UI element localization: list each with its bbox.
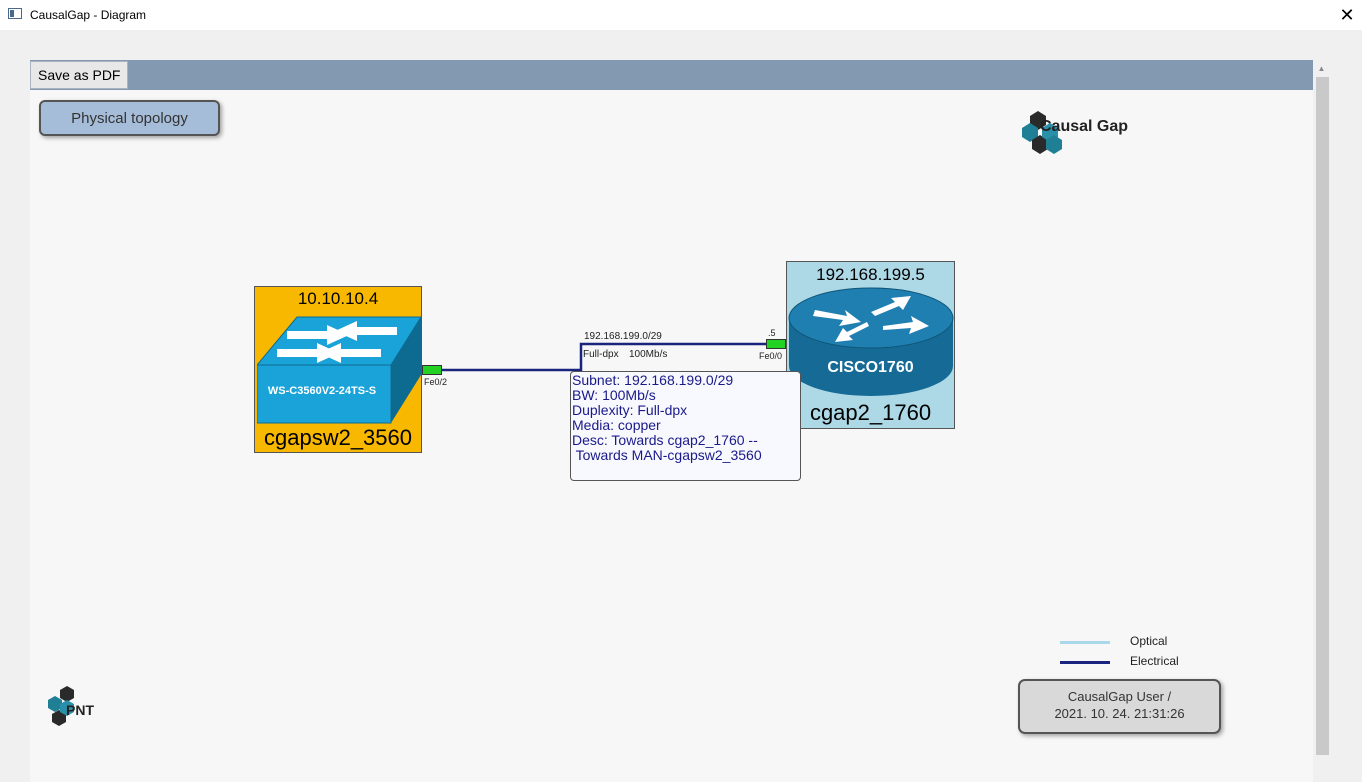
router-port-ip-suffix: .5 (768, 328, 776, 338)
causalgap-logo-icon (1022, 111, 1062, 154)
user-label: CausalGap User / (1067, 689, 1172, 704)
link-bandwidth-label: 100Mb/s (629, 349, 668, 360)
tooltip-line: Media: copper (572, 417, 661, 433)
app-window-icon (8, 8, 22, 19)
timestamp-label: 2021. 10. 24. 21:31:26 (1054, 706, 1185, 721)
pnt-logo-text: PNT (66, 702, 94, 718)
legend-electrical-label: Electrical (1130, 654, 1179, 668)
toolbar: Save as PDF (30, 60, 1313, 90)
pnt-logo-icon: PNT (48, 686, 94, 726)
router-port-label: Fe0/0 (759, 351, 783, 361)
close-button[interactable]: ✕ (1339, 5, 1355, 25)
vertical-scrollbar[interactable]: ▲ (1313, 60, 1330, 782)
electrical-line-swatch (1060, 661, 1110, 664)
switch-hostname: cgapsw2_3560 (263, 425, 412, 450)
switch-ip-label: 10.10.10.4 (297, 289, 379, 308)
tooltip-line: Towards MAN-cgapsw2_3560 (572, 447, 762, 463)
router-ip-label: 192.168.199.5 (816, 265, 925, 284)
tooltip-line: Desc: Towards cgap2_1760 -- (572, 432, 758, 448)
scroll-up-arrow-icon[interactable]: ▲ (1317, 64, 1326, 73)
causalgap-logo-text: Causal Gap (1040, 118, 1129, 135)
tooltip-line: Subnet: 192.168.199.0/29 (572, 372, 734, 388)
scroll-thumb[interactable] (1316, 77, 1329, 755)
legend-optical-label: Optical (1130, 634, 1168, 648)
user-info-box: CausalGap User / 2021. 10. 24. 21:31:26 (1018, 679, 1221, 734)
router-port-fe0-0[interactable] (766, 339, 786, 349)
router-model-label: CISCO1760 (827, 359, 914, 376)
tooltip-line: Duplexity: Full-dpx (572, 402, 688, 418)
router-device[interactable]: 192.168.199.5 CISCO1760 cgap2_1760 (786, 261, 955, 429)
legend-optical: Optical (1060, 634, 1240, 650)
router-hostname: cgap2_1760 (809, 400, 932, 425)
save-as-pdf-button[interactable]: Save as PDF (30, 61, 129, 89)
link-duplex-label: Full-dpx (583, 349, 619, 360)
legend-electrical: Electrical (1060, 654, 1240, 670)
optical-line-swatch (1060, 641, 1110, 644)
link-subnet-label: 192.168.199.0/29 (584, 331, 662, 342)
switch-device[interactable]: 10.10.10.4 WS-C3560V2-24TS-S cgapsw2_356… (254, 286, 422, 453)
switch-port-fe0-2[interactable] (422, 365, 442, 375)
switch-port-label: Fe0/2 (424, 377, 448, 387)
tooltip-line: BW: 100Mb/s (572, 387, 656, 403)
physical-topology-button[interactable]: Physical topology (39, 100, 220, 136)
switch-icon (257, 316, 421, 424)
title-bar: CausalGap - Diagram ✕ (0, 0, 1362, 30)
link-tooltip: Subnet: 192.168.199.0/29 BW: 100Mb/s Dup… (570, 371, 801, 481)
window-title: CausalGap - Diagram (30, 8, 147, 22)
switch-model-label: WS-C3560V2-24TS-S (267, 385, 377, 397)
legend: Optical Electrical (1060, 634, 1240, 674)
router-icon (788, 287, 954, 396)
